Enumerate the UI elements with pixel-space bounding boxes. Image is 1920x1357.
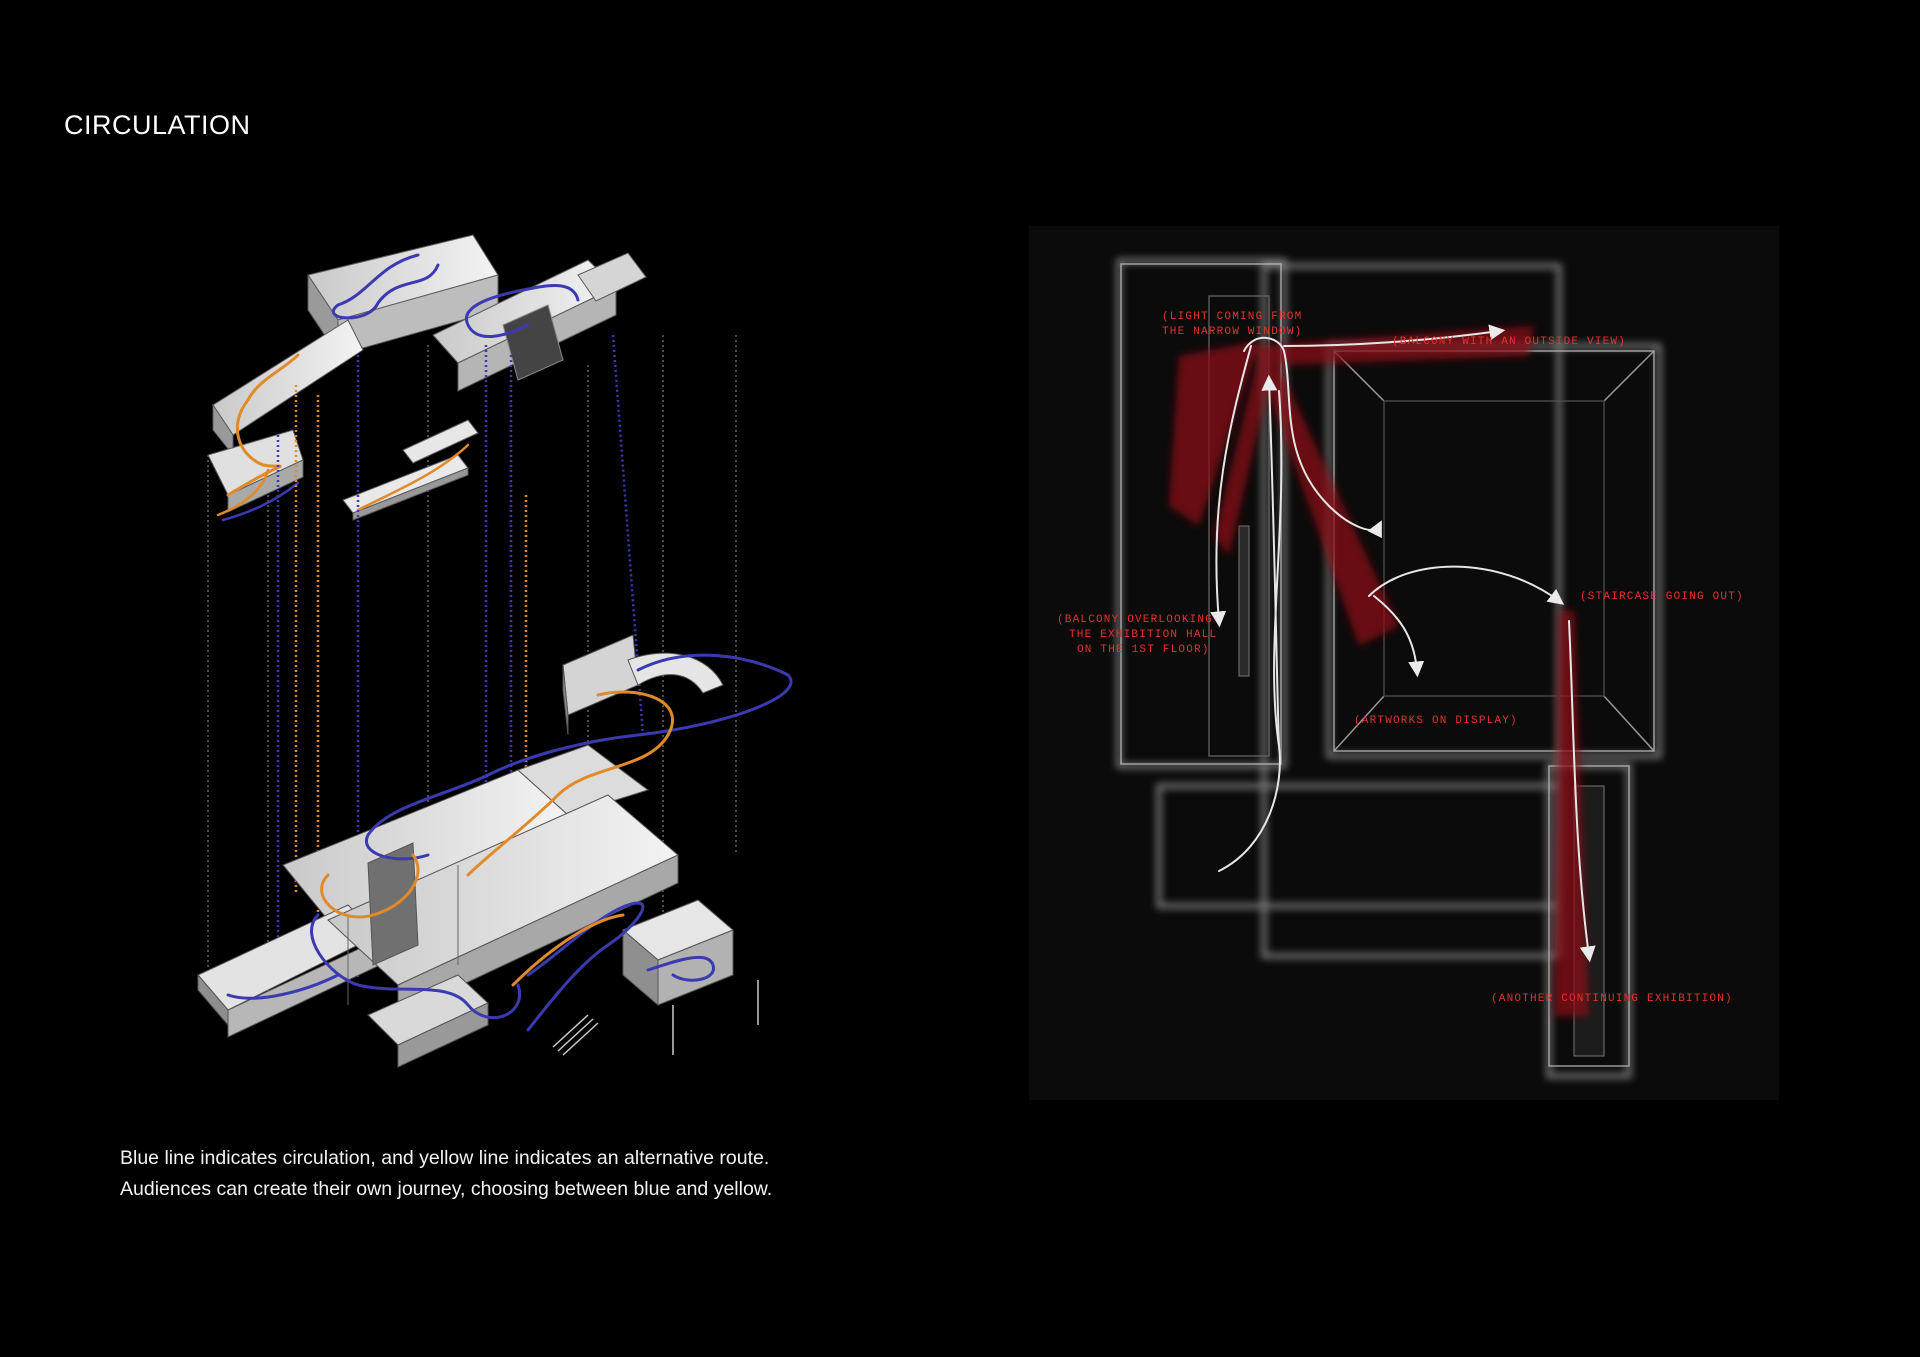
annotation-light-2: THE NARROW WINDOW) <box>1162 326 1302 338</box>
annotation-balcony-over-2: THE EXHIBITION HALL <box>1069 629 1217 641</box>
annotation-balcony-view: (BALCONY WITH AN OUTSIDE VIEW) <box>1392 336 1626 348</box>
render-svg: (LIGHT COMING FROM THE NARROW WINDOW) (B… <box>1029 226 1779 1100</box>
annotation-balcony-over-1: (BALCONY OVERLOOKING <box>1057 614 1213 626</box>
interior-render: (LIGHT COMING FROM THE NARROW WINDOW) (B… <box>1029 226 1779 1100</box>
annotation-another-exhibition: (ANOTHER CONTINUING EXHIBITION) <box>1491 993 1733 1005</box>
axonometric-svg <box>197 234 793 1068</box>
annotation-light-1: (LIGHT COMING FROM <box>1162 311 1302 323</box>
caption-line-1: Blue line indicates circulation, and yel… <box>120 1147 770 1169</box>
caption: Blue line indicates circulation, and yel… <box>120 1143 773 1205</box>
annotation-balcony-over-3: ON THE 1ST FLOOR) <box>1077 644 1210 656</box>
annotation-staircase-out: (STAIRCASE GOING OUT) <box>1580 591 1744 603</box>
caption-line-2: Audiences can create their own journey, … <box>120 1178 773 1200</box>
lower-floor <box>197 634 734 1068</box>
annotation-artworks: (ARTWORKS ON DISPLAY) <box>1354 715 1518 727</box>
axonometric-diagram <box>168 215 848 1085</box>
page-title: CIRCULATION <box>64 110 251 140</box>
